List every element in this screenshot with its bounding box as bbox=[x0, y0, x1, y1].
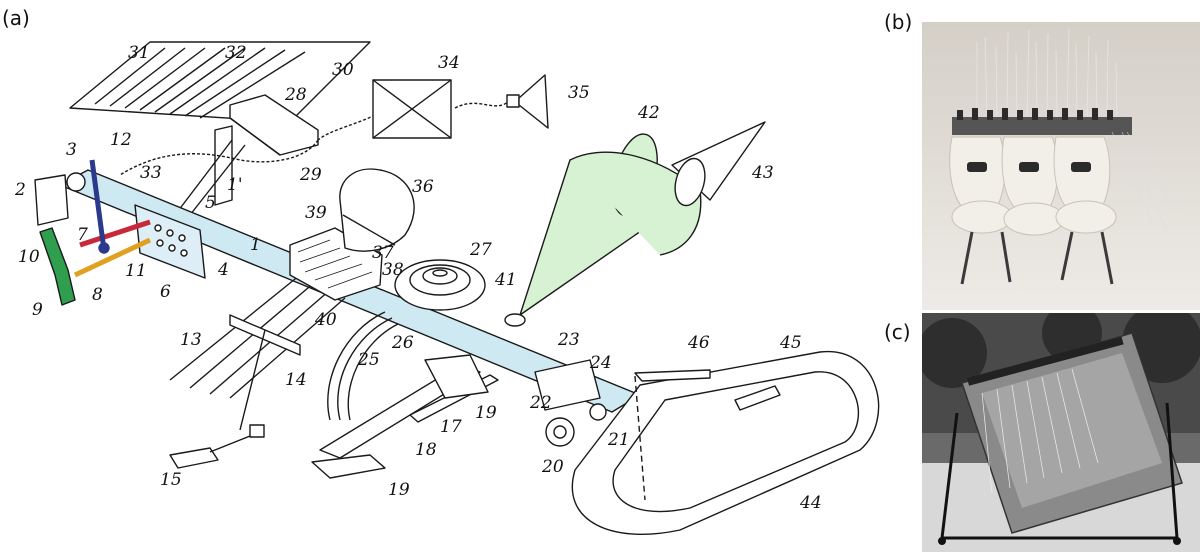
part-label: 7 bbox=[77, 225, 88, 245]
part-label: 28 bbox=[284, 85, 307, 105]
part-label: 13 bbox=[180, 330, 202, 350]
rod-orange bbox=[73, 237, 152, 278]
block-19-lower bbox=[311, 454, 386, 479]
part-number-labels: 1 1' 2 3 4 5 6 7 8 9 10 11 12 13 14 15 1… bbox=[14, 43, 822, 513]
part-label: 39 bbox=[305, 203, 327, 223]
part-label: 27 bbox=[469, 240, 492, 260]
block-19-upper bbox=[424, 354, 489, 399]
part-label: 1' bbox=[227, 175, 243, 195]
box-hatch bbox=[297, 239, 373, 289]
wire-29 bbox=[119, 139, 319, 176]
cup-36 bbox=[339, 168, 415, 252]
part-label: 4 bbox=[217, 260, 229, 280]
ring-3 bbox=[66, 172, 86, 192]
green-lever bbox=[39, 227, 76, 306]
part-label: 1 bbox=[250, 235, 261, 255]
part-label: 26 bbox=[391, 333, 414, 353]
panel-label-c: (c) bbox=[884, 320, 911, 344]
wire-34 bbox=[454, 99, 511, 109]
string-grid-panel bbox=[69, 41, 371, 123]
panel-label-a: (a) bbox=[2, 6, 30, 30]
pedal-15 bbox=[169, 447, 219, 469]
part-label: 30 bbox=[332, 60, 354, 80]
part-label: 20 bbox=[541, 457, 564, 477]
part-label: 8 bbox=[92, 285, 103, 305]
glass-rods bbox=[976, 26, 1118, 118]
part-label: 42 bbox=[637, 103, 660, 123]
part-label: 41 bbox=[494, 270, 517, 290]
crossbar-14 bbox=[229, 314, 301, 356]
instrument-photo-b bbox=[922, 22, 1200, 310]
tuning-pegs bbox=[957, 108, 1113, 120]
bridge-plate bbox=[134, 204, 206, 279]
clamps bbox=[967, 162, 1091, 172]
part-label: 43 bbox=[751, 163, 774, 183]
part-label: 18 bbox=[415, 440, 437, 460]
part-label: 6 bbox=[160, 282, 171, 302]
part-label: 9 bbox=[32, 300, 43, 320]
speaker-horn bbox=[518, 74, 549, 129]
plate-holes bbox=[154, 224, 188, 257]
part-label: 44 bbox=[799, 493, 822, 513]
part-label: 15 bbox=[160, 470, 182, 490]
part-label: 38 bbox=[382, 260, 404, 280]
patent-drawing-panel: 1 1' 2 3 4 5 6 7 8 9 10 11 12 13 14 15 1… bbox=[14, 41, 880, 535]
arm-46 bbox=[634, 369, 711, 382]
part-label: 10 bbox=[18, 247, 40, 267]
knob-21 bbox=[589, 403, 607, 421]
part-label: 33 bbox=[140, 163, 162, 183]
photo-b bbox=[922, 22, 1200, 310]
part-label: 37 bbox=[372, 243, 394, 263]
part-label: 46 bbox=[687, 333, 710, 353]
part-label: 12 bbox=[110, 130, 132, 150]
bracket-22-23 bbox=[534, 359, 601, 411]
part-label: 32 bbox=[225, 43, 247, 63]
part-label: 2 bbox=[14, 180, 26, 200]
part-label: 22 bbox=[529, 393, 552, 413]
part-label: 19 bbox=[388, 480, 410, 500]
rod-navy bbox=[89, 159, 107, 251]
arc-strings-25 bbox=[327, 311, 386, 421]
part-label: 40 bbox=[314, 310, 337, 330]
part-label: 35 bbox=[568, 83, 590, 103]
end-plate-2 bbox=[34, 174, 69, 226]
photo-c bbox=[922, 313, 1200, 552]
speaker-neck bbox=[506, 94, 520, 108]
part-label: 31 bbox=[128, 43, 150, 63]
strings bbox=[981, 368, 1099, 494]
oval-resonator-44 bbox=[571, 351, 880, 535]
spiral-disc-27 bbox=[394, 259, 486, 311]
instrument-photo-c bbox=[922, 313, 1200, 552]
inflatable-resonators bbox=[949, 136, 1117, 236]
part-label: 23 bbox=[557, 330, 580, 350]
rod-red bbox=[79, 219, 151, 248]
part-label: 24 bbox=[589, 353, 612, 373]
part-label: 34 bbox=[438, 53, 460, 73]
part-label: 19 bbox=[475, 403, 497, 423]
metal-stand bbox=[940, 402, 1179, 540]
legs bbox=[960, 231, 1114, 285]
part-label: 36 bbox=[412, 177, 434, 197]
part-label: 25 bbox=[357, 350, 380, 370]
part-label: 5 bbox=[205, 193, 216, 213]
patent-drawing: 1 1' 2 3 4 5 6 7 8 9 10 11 12 13 14 15 1… bbox=[14, 41, 880, 535]
part-label: 14 bbox=[285, 370, 307, 390]
part-label: 21 bbox=[607, 430, 630, 450]
part-label: 45 bbox=[779, 333, 802, 353]
panel-label-b: (b) bbox=[884, 10, 913, 34]
plate-45 bbox=[734, 385, 781, 411]
top-frame bbox=[952, 117, 1132, 135]
part-label: 11 bbox=[125, 261, 147, 281]
part-label: 29 bbox=[299, 165, 322, 185]
string-lines bbox=[94, 47, 306, 119]
peg-row bbox=[966, 336, 1124, 386]
part-label: 17 bbox=[440, 417, 462, 437]
knob-20 bbox=[545, 417, 575, 447]
part-label: 3 bbox=[66, 140, 77, 160]
